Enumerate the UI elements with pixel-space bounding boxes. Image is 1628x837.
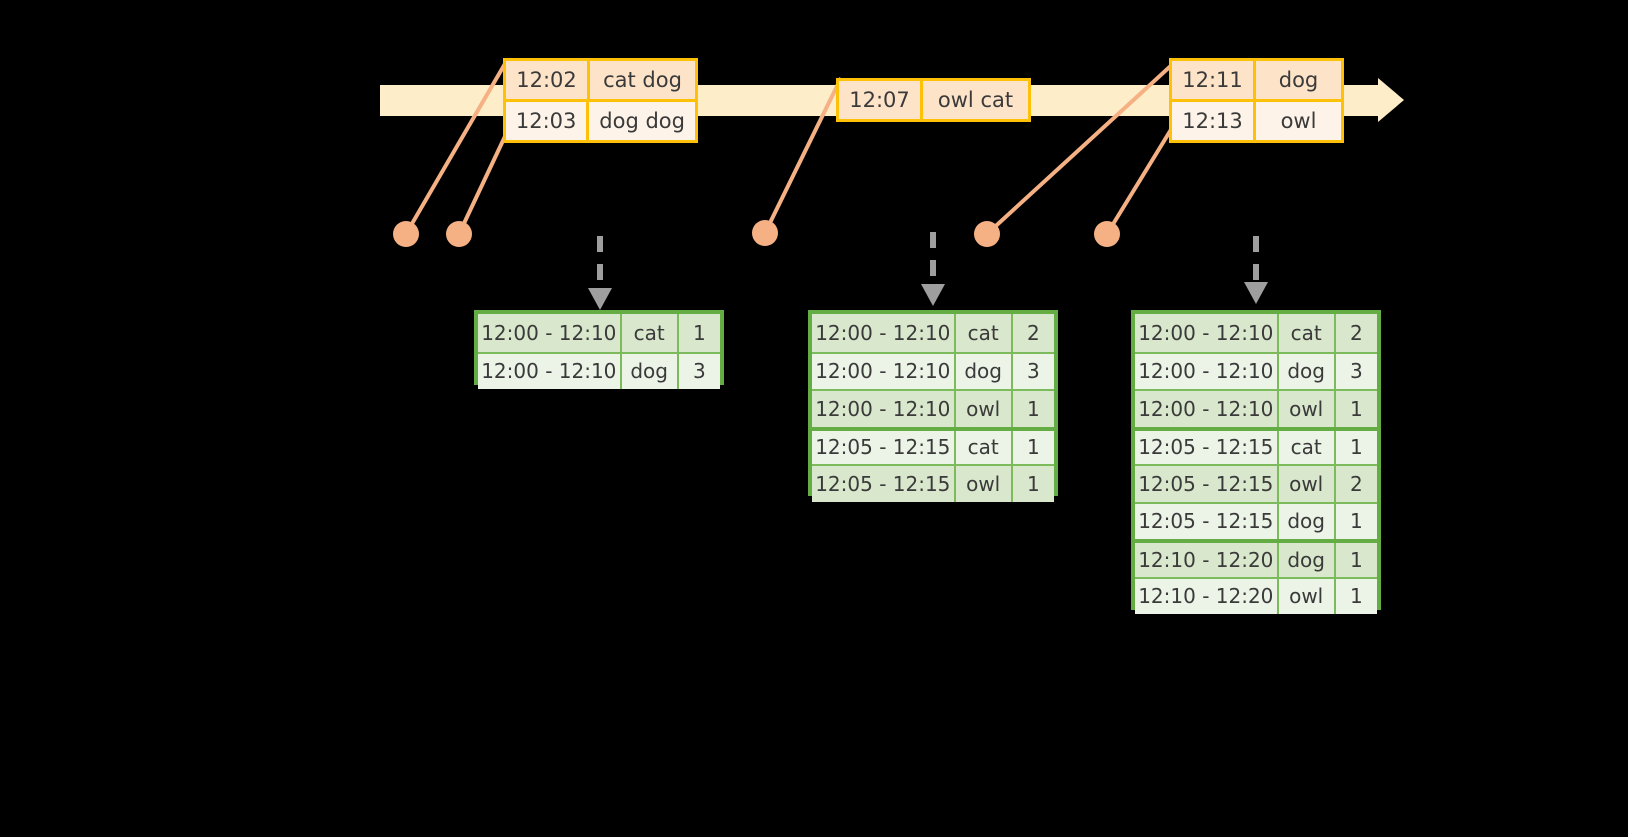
table-row: 12:05 - 12:15 dog 1 [1135,501,1377,539]
table-cell-count: 3 [1349,359,1363,384]
event-box-2[interactable]: 12:07 owl cat [836,78,1031,122]
table-cell-window: 12:05 - 12:15 [1135,503,1279,539]
table-cell-count: 1 [692,320,706,345]
table-cell-window: 12:05 - 12:15 [812,466,956,502]
table-cell-count: 1 [1349,509,1363,534]
table-cell-count: 1 [1349,435,1363,460]
event-words: cat dog [603,68,682,92]
event-time: 12:07 [839,81,923,119]
table-row: 12:05 - 12:15 owl 2 [1135,464,1377,502]
event-row: 12:13 owl [1172,99,1341,140]
event-row: 12:03 dog dog [506,99,695,140]
event-time: 12:03 [506,102,590,140]
table-cell-word: dog [956,353,1013,389]
table-cell-word: dog [622,353,679,389]
table-cell-window: 12:00 - 12:10 [478,353,622,389]
dashed-arrowhead-icon-2 [921,284,945,306]
table-cell-count: 3 [1026,359,1040,384]
table-row: 12:00 - 12:10 cat 1 [478,314,720,352]
table-cell-window: 12:00 - 12:10 [812,353,956,389]
table-cell-window: 12:00 - 12:10 [1135,391,1279,427]
table-cell-window: 12:10 - 12:20 [1135,578,1279,614]
event-words: dog [1278,68,1319,92]
event-words: dog dog [599,109,685,133]
timeline-bar-segment-right [1341,85,1378,116]
table-cell-count: 2 [1349,471,1363,496]
table-row: 12:00 - 12:10 cat 2 [812,314,1054,352]
connector-line-2 [457,129,510,235]
table-row: 12:00 - 12:10 owl 1 [812,389,1054,427]
connector-dot-2 [446,221,472,247]
dashed-arrowhead-icon-3 [1244,282,1268,304]
table-row: 12:05 - 12:15 cat 1 [1135,426,1377,464]
event-time: 12:02 [506,61,590,99]
table-cell-word: cat [956,430,1013,464]
connector-dot-5 [1094,221,1120,247]
table-cell-window: 12:05 - 12:15 [1135,466,1279,502]
timeline-bar-segment-mid-b [1031,85,1171,116]
event-time: 12:13 [1172,102,1256,140]
connector-line-5 [1105,126,1174,236]
table-cell-count: 1 [1349,396,1363,421]
event-time: 12:11 [1172,61,1256,99]
table-cell-word: cat [956,314,1013,352]
connector-dot-4 [974,221,1000,247]
table-row: 12:05 - 12:15 cat 1 [812,426,1054,464]
event-box-1[interactable]: 12:02 cat dog 12:03 dog dog [503,58,698,143]
table-row: 12:00 - 12:10 owl 1 [1135,389,1377,427]
table-cell-word: dog [1279,353,1336,389]
table-cell-count: 3 [692,359,706,384]
connector-dot-1 [393,221,419,247]
table-cell-word: owl [1279,466,1336,502]
table-cell-count: 2 [1026,320,1040,345]
table-cell-word: cat [622,314,679,352]
table-cell-count: 1 [1349,584,1363,609]
table-cell-window: 12:00 - 12:10 [478,314,622,352]
dashed-arrowhead-icon-1 [588,288,612,310]
table-cell-window: 12:05 - 12:15 [1135,430,1279,464]
table-cell-word: owl [1279,391,1336,427]
table-row: 12:00 - 12:10 cat 2 [1135,314,1377,352]
event-row: 12:07 owl cat [839,81,1028,119]
timeline-bar-segment-mid-a [697,85,837,116]
table-cell-count: 1 [1026,396,1040,421]
table-cell-word: cat [1279,430,1336,464]
table-cell-window: 12:00 - 12:10 [1135,353,1279,389]
window-result-table-3[interactable]: 12:00 - 12:10 cat 2 12:00 - 12:10 dog 3 … [1131,310,1381,614]
table-cell-count: 2 [1349,320,1363,345]
table-cell-count: 1 [1026,435,1040,460]
table-cell-window: 12:00 - 12:10 [812,391,956,427]
event-words: owl [1280,109,1317,133]
table-cell-word: owl [956,391,1013,427]
table-cell-word: dog [1279,543,1336,577]
table-cell-window: 12:00 - 12:10 [1135,314,1279,352]
table-cell-word: owl [956,466,1013,502]
event-box-3[interactable]: 12:11 dog 12:13 owl [1169,58,1344,143]
table-cell-window: 12:10 - 12:20 [1135,543,1279,577]
timeline-arrowhead-icon [1378,78,1404,122]
table-row: 12:05 - 12:15 owl 1 [812,464,1054,502]
table-cell-word: cat [1279,314,1336,352]
table-cell-count: 1 [1026,471,1040,496]
table-row: 12:10 - 12:20 dog 1 [1135,539,1377,577]
table-cell-window: 12:00 - 12:10 [812,314,956,352]
window-result-table-1[interactable]: 12:00 - 12:10 cat 1 12:00 - 12:10 dog 3 [474,310,724,389]
table-row: 12:10 - 12:20 owl 1 [1135,576,1377,614]
connector-dot-3 [752,220,778,246]
timeline-bar-segment-left [380,85,505,116]
table-row: 12:00 - 12:10 dog 3 [1135,351,1377,389]
event-row: 12:02 cat dog [506,61,695,99]
table-cell-count: 1 [1349,547,1363,572]
table-cell-word: dog [1279,503,1336,539]
event-words: owl cat [937,88,1014,112]
window-result-table-2[interactable]: 12:00 - 12:10 cat 2 12:00 - 12:10 dog 3 … [808,310,1058,502]
table-row: 12:00 - 12:10 dog 3 [478,351,720,389]
event-row: 12:11 dog [1172,61,1341,99]
table-row: 12:00 - 12:10 dog 3 [812,351,1054,389]
table-cell-word: owl [1279,578,1336,614]
table-cell-window: 12:05 - 12:15 [812,430,956,464]
